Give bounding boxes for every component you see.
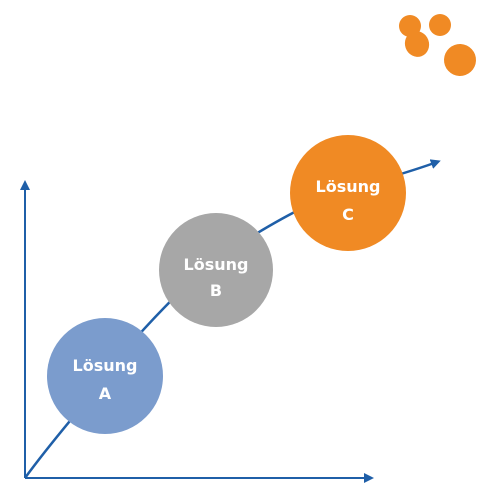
solution-node-c: Lösung C [290,135,406,251]
solution-node-a: Lösung A [47,318,163,434]
footprints-icon [399,14,476,76]
node-c-line2: C [342,205,354,224]
node-b-line2: B [210,281,222,300]
node-c-line1: Lösung [316,177,381,196]
node-a-line1: Lösung [73,356,138,375]
left-footprint-icon [399,15,430,57]
solution-node-b: Lösung B [159,213,273,327]
node-a-line2: A [99,384,112,403]
right-footprint-icon [429,14,476,76]
node-b-line1: Lösung [184,255,249,274]
